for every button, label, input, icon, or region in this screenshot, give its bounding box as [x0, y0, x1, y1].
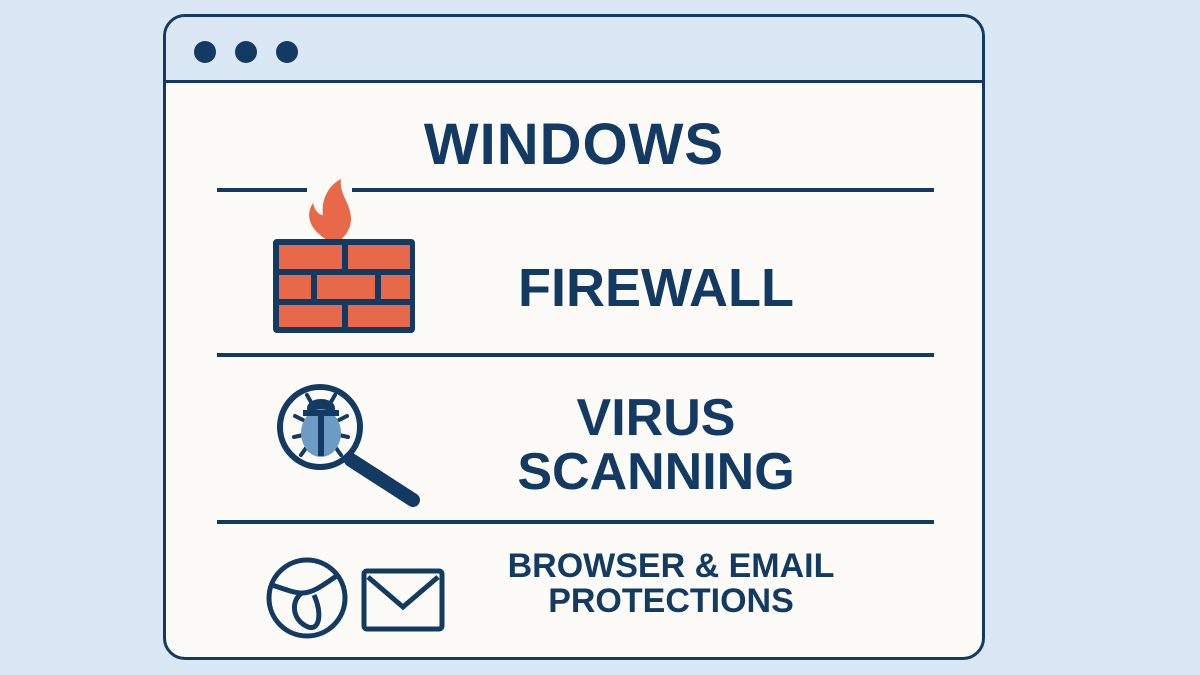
- divider: [352, 188, 934, 192]
- virus-scanning-line2: SCANNING: [517, 442, 795, 501]
- browser-email-label[interactable]: BROWSER & EMAIL PROTECTIONS: [466, 547, 876, 621]
- divider: [217, 188, 307, 192]
- divider: [217, 520, 934, 524]
- browser-icon: [266, 557, 348, 639]
- window-control-dot[interactable]: [194, 41, 216, 63]
- browser-email-line1: BROWSER & EMAIL: [507, 547, 835, 585]
- virus-scanning-label[interactable]: VIRUS SCANNING: [466, 389, 846, 501]
- firewall-icon: [273, 179, 415, 333]
- divider: [217, 353, 934, 357]
- window-control-dot[interactable]: [276, 41, 298, 63]
- page-title: WINDOWS: [423, 112, 725, 177]
- virus-scanning-line1: VIRUS: [576, 389, 736, 447]
- browser-email-line2: PROTECTIONS: [548, 582, 794, 621]
- title-bar: [166, 17, 982, 83]
- magnifier-bug-icon: [277, 384, 420, 507]
- app-window: WINDOWS FIREWALL VIRUS SCANNING: [163, 14, 985, 660]
- window-control-dot[interactable]: [235, 41, 257, 63]
- email-icon: [361, 568, 445, 632]
- firewall-label[interactable]: FIREWALL: [518, 258, 794, 318]
